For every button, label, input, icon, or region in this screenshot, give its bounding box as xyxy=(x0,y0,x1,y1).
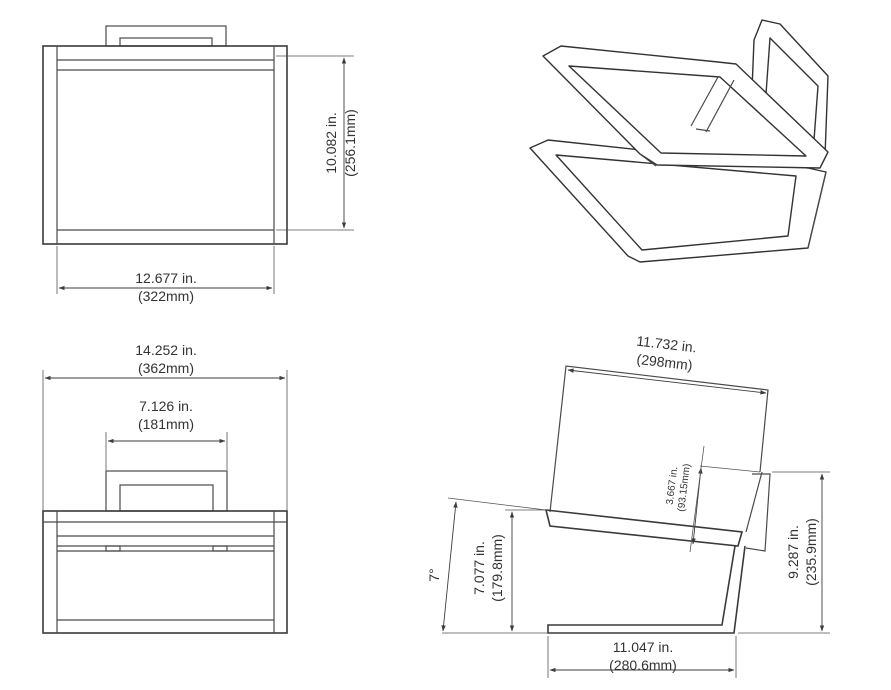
front-handle-in-label: 7.126 in. xyxy=(139,398,193,414)
side-back-h-in-label: 9.287 in. xyxy=(785,525,801,579)
side-base-in-label: 11.047 in. xyxy=(613,639,673,655)
front-overall-mm-label: (362mm) xyxy=(138,360,194,376)
top-width-in-label: 12.677 in. xyxy=(135,270,197,286)
side-angle-label: 7° xyxy=(426,568,442,581)
top-width-mm-label: (322mm) xyxy=(138,288,194,304)
side-base-mm-label: (280.6mm) xyxy=(609,657,677,673)
side-inner-in-label: 3.667 in. xyxy=(665,466,681,505)
side-front-h-mm-label: (179.8mm) xyxy=(489,534,505,602)
isometric-view xyxy=(529,19,829,263)
side-front-h-in-label: 7.077 in. xyxy=(471,541,487,595)
side-back-h-mm-label: (235.9mm) xyxy=(803,518,819,586)
side-view: 11.732 in. (298mm) 3.667 in. (93.15mm) 7… xyxy=(426,333,830,678)
front-view: 14.252 in. (362mm) 7.126 in. (181mm) xyxy=(42,342,288,634)
top-height-in-label: 10.082 in. xyxy=(323,112,339,174)
top-view: 12.677 in. (322mm) 10.082 in. (256.1mm) xyxy=(42,25,358,304)
front-handle-mm-label: (181mm) xyxy=(138,416,194,432)
top-height-mm-label: (256.1mm) xyxy=(342,109,358,177)
side-top-mm-label: (298mm) xyxy=(636,351,693,373)
side-top-in-label: 11.732 in. xyxy=(636,333,698,356)
front-overall-in-label: 14.252 in. xyxy=(135,342,197,358)
